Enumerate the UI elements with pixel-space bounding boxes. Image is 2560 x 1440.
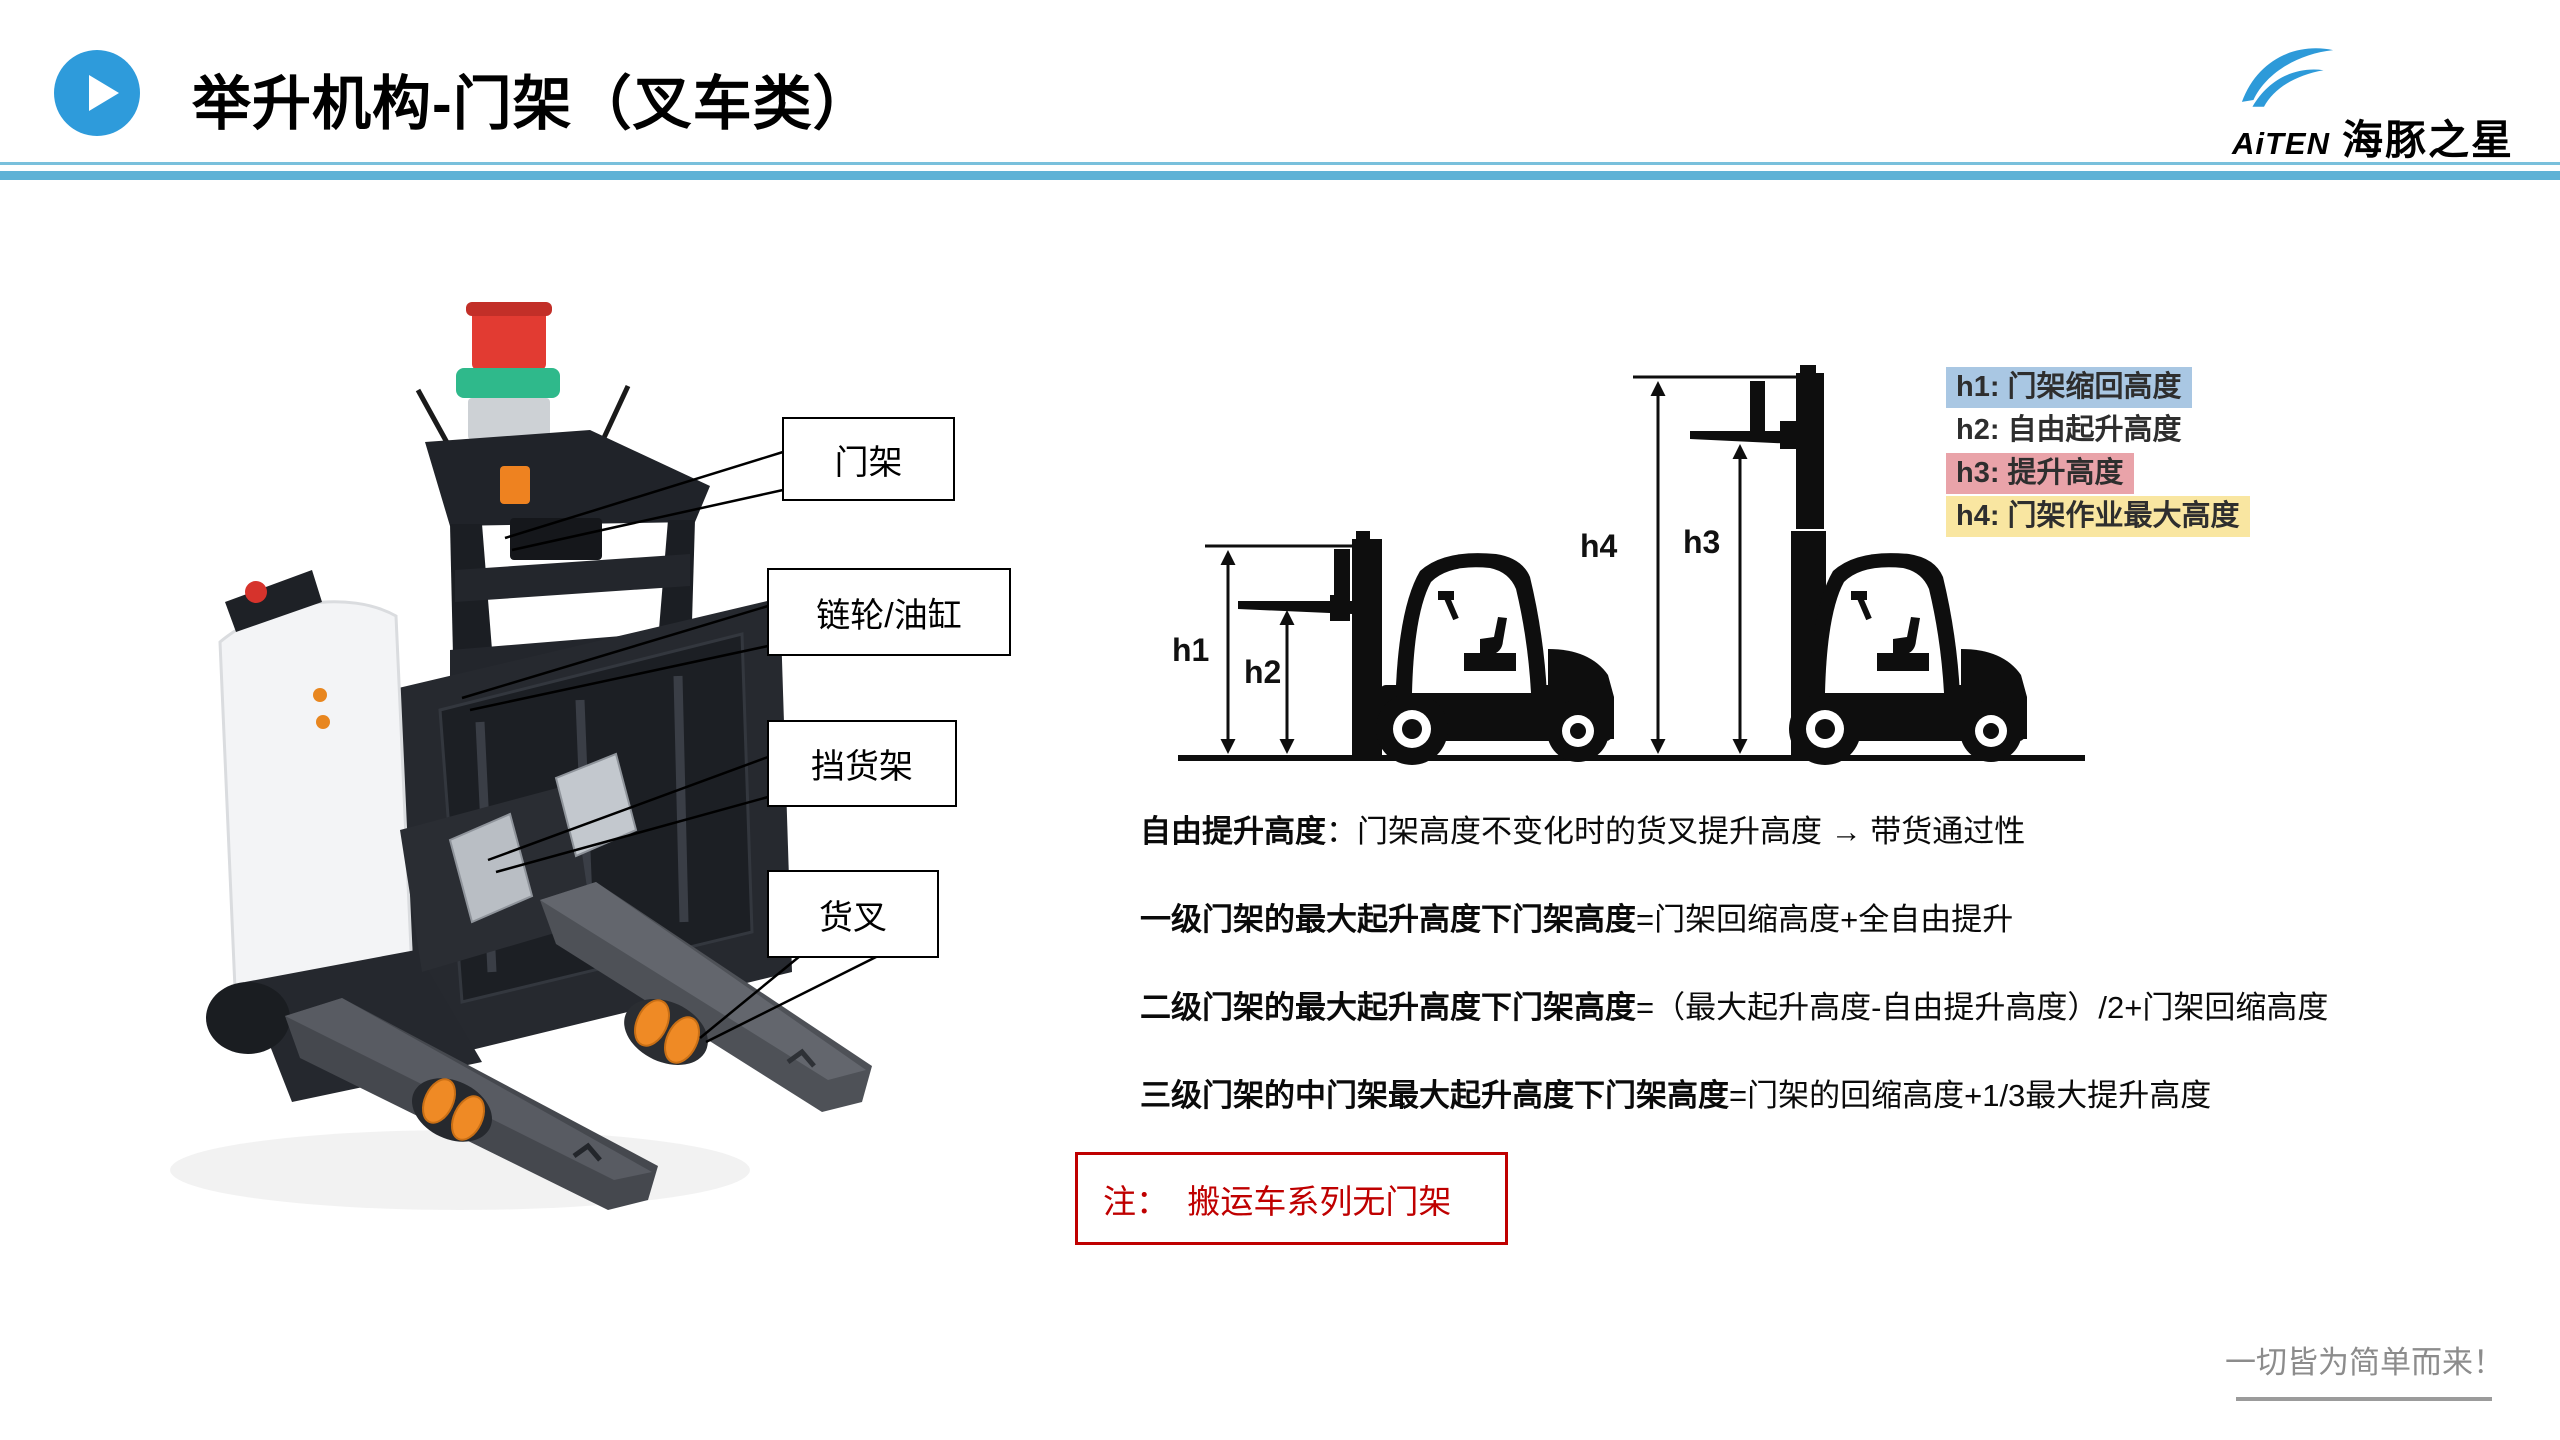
- callout-box-load-backrest: 挡货架: [767, 720, 957, 807]
- header-rule-thick: [0, 171, 2560, 180]
- brand-name-en: AiTEN: [2232, 126, 2330, 161]
- note-single-stage-mast: 一级门架的最大起升高度下门架高度=门架回缩高度+全自由提升: [1140, 902, 2014, 937]
- emergency-stop-button: [472, 308, 546, 370]
- callout-label-forks: 货叉: [819, 898, 887, 937]
- callout-label-load-backrest: 挡货架: [811, 748, 913, 786]
- legend-h1: h1: 门架缩回高度: [1946, 367, 2192, 408]
- footer-slogan: 一切皆为简单而来！: [2225, 1345, 2504, 1380]
- header-rule-thin: [0, 162, 2560, 165]
- callout-label-mast: 门架: [834, 443, 903, 482]
- note-two-stage-mast: 二级门架的最大起升高度下门架高度=（最大起升高度-自由提升高度）/2+门架回缩高…: [1140, 990, 2329, 1025]
- h4-label: h4: [1580, 528, 1618, 564]
- note-box-text: 注： 搬运车系列无门架: [1103, 1182, 1452, 1220]
- callout-box-forks: 货叉: [767, 870, 939, 958]
- logo-text: AiTEN 海豚之星: [2232, 106, 2552, 166]
- legend-h2: h2: 自由起升高度: [1956, 414, 2182, 446]
- footer-rule: [2236, 1397, 2492, 1401]
- note-box: 注： 搬运车系列无门架: [1075, 1152, 1508, 1245]
- play-icon: [54, 50, 140, 136]
- legend-h4: h4: 门架作业最大高度: [1946, 496, 2250, 537]
- callout-box-chain-cylinder: 链轮/油缸: [767, 568, 1011, 656]
- callout-box-mast: 门架: [782, 417, 955, 501]
- play-triangle-icon: [89, 75, 119, 111]
- h1-label: h1: [1172, 632, 1209, 668]
- brand-name-cn: 海豚之星: [2342, 117, 2514, 163]
- aiten-logo: AiTEN 海豚之星: [2232, 40, 2552, 163]
- note-free-lift: 自由提升高度：门架高度不变化时的货叉提升高度 → 带货通过性: [1140, 814, 2026, 849]
- note-three-stage-mast: 三级门架的中门架最大起升高度下门架高度=门架的回缩高度+1/3最大提升高度: [1140, 1078, 2212, 1113]
- callout-label-chain-cylinder: 链轮/油缸: [816, 596, 962, 635]
- page-title: 举升机构-门架（叉车类）: [192, 71, 873, 137]
- h2-label: h2: [1244, 654, 1281, 690]
- mast-extended-upper: [1796, 373, 1824, 529]
- h3-label: h3: [1683, 524, 1720, 560]
- mast-height-diagram: h1 h2 h4 h3: [1172, 365, 2085, 775]
- dolphin-swoosh-icon: [2241, 48, 2334, 107]
- legend-h3: h3: 提升高度: [1946, 453, 2134, 494]
